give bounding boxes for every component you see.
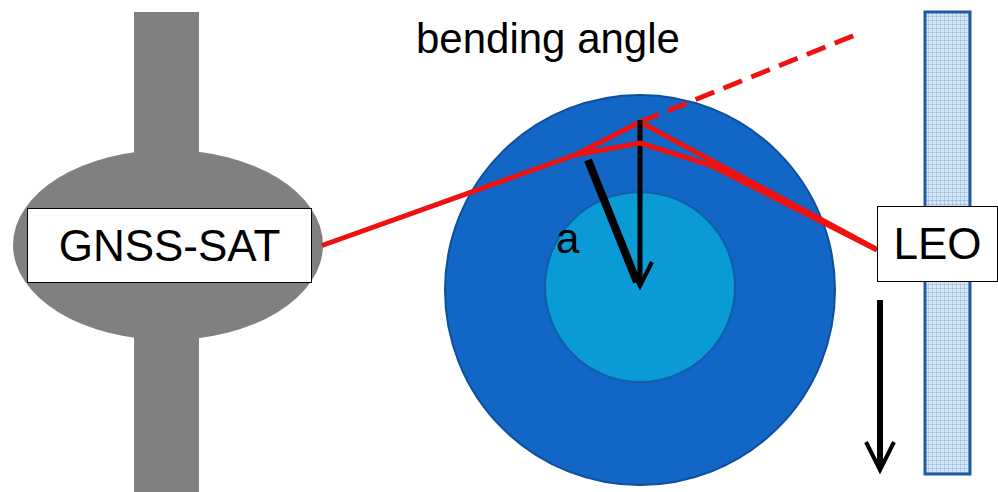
radius-arrow xyxy=(588,160,637,282)
satellite-label-box: LEO xyxy=(877,206,998,282)
satellite-label-box: GNSS-SAT xyxy=(27,208,312,283)
angle-label: bending angle xyxy=(416,18,680,60)
satellite-name: GNSS-SAT xyxy=(59,224,281,268)
signal-ray xyxy=(322,143,877,250)
atmosphere xyxy=(445,95,835,485)
satellite-body xyxy=(13,150,323,340)
radius-label: a xyxy=(556,218,579,260)
arrow-head xyxy=(866,442,894,470)
motion-arrow xyxy=(877,300,883,468)
satellite-name: LEO xyxy=(893,222,981,266)
